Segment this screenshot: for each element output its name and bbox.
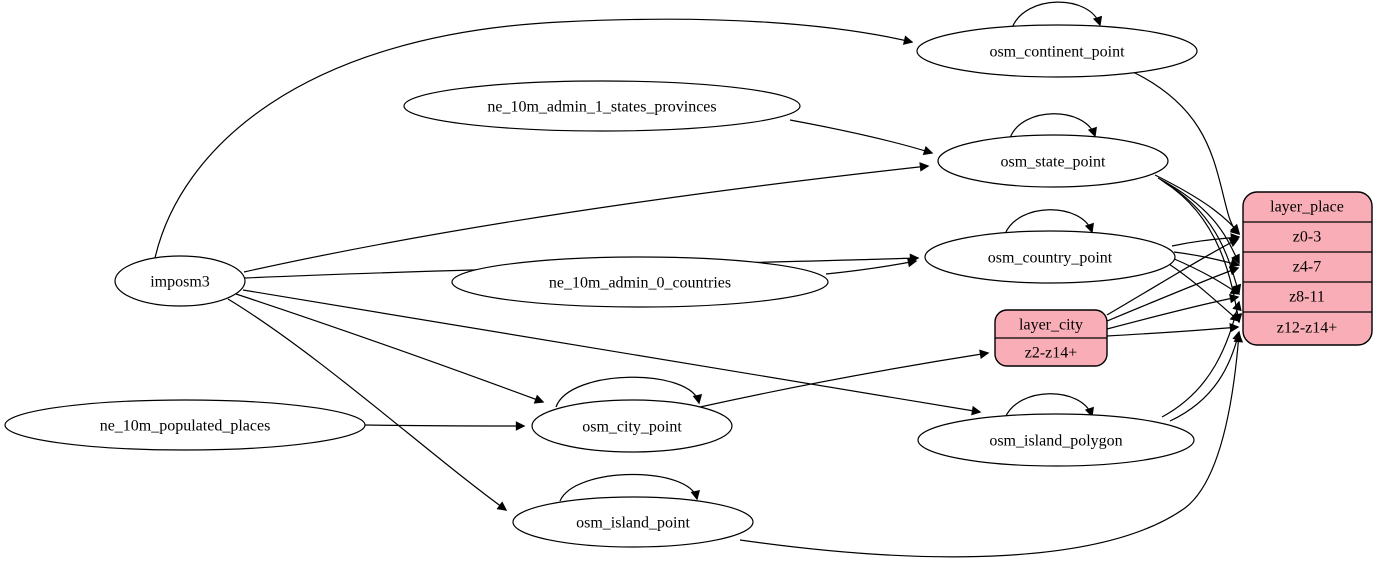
edge-country-z4-7	[1173, 251, 1241, 268]
edge-island-polygon-z8-11	[1161, 300, 1242, 418]
edge-imposm3-island-polygon	[242, 289, 982, 416]
edge-city-self-loop	[555, 376, 703, 408]
record-layer-place: layer_place z0-3 z4-7 z8-11 z12-z14+	[1242, 191, 1373, 346]
edge-imposm3-state	[243, 162, 930, 273]
ne-10m-admin-0-ellipse	[451, 256, 829, 308]
record-layer-city: layer_city z2-z14+	[994, 309, 1108, 367]
edge-admin1-state	[789, 119, 934, 156]
osm-city-point-ellipse	[531, 399, 733, 453]
node-osm-country-point: osm_country_point	[924, 230, 1176, 284]
edge-island-polygon-self-loop	[1004, 393, 1094, 419]
layer-place-row-z12-z14: z12-z14+	[1277, 320, 1338, 337]
node-ne-10m-admin-1-states-provinces: ne_10m_admin_1_states_provinces	[403, 80, 801, 132]
osm-country-point-ellipse	[924, 230, 1176, 284]
osm-city-point-label: osm_city_point	[582, 419, 682, 436]
edge-imposm3-island-point	[227, 298, 508, 511]
ne-10m-populated-places-label: ne_10m_populated_places	[100, 418, 271, 435]
edge-city-layer-city	[699, 349, 990, 408]
osm-island-point-ellipse	[512, 496, 754, 548]
layer-city-row-z2-z14: z2-z14+	[1025, 345, 1078, 362]
edge-country-z12-z14	[1168, 263, 1241, 322]
node-osm-city-point: osm_city_point	[531, 399, 733, 453]
edge-island-polygon-z12-z14	[1169, 330, 1242, 422]
node-ne-10m-admin-0-countries: ne_10m_admin_0_countries	[451, 256, 829, 308]
osm-state-point-label: osm_state_point	[1001, 154, 1106, 171]
node-osm-island-point: osm_island_point	[512, 496, 754, 548]
layer-city-title: layer_city	[1019, 317, 1083, 334]
layer-place-row-z0-3: z0-3	[1293, 229, 1321, 246]
edge-state-z4-7	[1157, 177, 1240, 265]
edge-country-z0-3	[1171, 233, 1241, 247]
edge-layer-city-z4-7	[1106, 266, 1240, 322]
ne-10m-populated-places-ellipse	[4, 399, 366, 451]
edge-populated-city	[364, 421, 526, 431]
ne-10m-admin-1-ellipse	[403, 80, 801, 132]
edge-state-z0-3	[1154, 174, 1240, 235]
edge-admin0-country	[825, 257, 918, 275]
node-osm-state-point: osm_state_point	[937, 134, 1169, 188]
edge-country-self-loop	[1004, 209, 1094, 235]
imposm3-ellipse	[114, 255, 246, 307]
osm-island-polygon-label: osm_island_polygon	[989, 433, 1122, 450]
nodes: imposm3 ne_10m_admin_1_states_provinces …	[4, 24, 1198, 548]
edge-state-self-loop	[1009, 113, 1097, 139]
edge-continent-self-loop	[1011, 1, 1103, 29]
node-osm-continent-point: osm_continent_point	[916, 24, 1198, 78]
edge-layer-city-z12-z14	[1106, 322, 1240, 337]
osm-island-polygon-ellipse	[917, 413, 1195, 467]
edge-layer-city-z0-3	[1106, 238, 1240, 316]
edge-island-point-z12-z14	[739, 332, 1244, 558]
osm-continent-point-ellipse	[916, 24, 1198, 78]
layer-place-box	[1242, 191, 1373, 346]
edge-layer-city-z8-11	[1106, 293, 1240, 330]
layer-place-title: layer_place	[1270, 199, 1344, 216]
edge-continent-z0-3	[1132, 71, 1241, 235]
osm-island-point-label: osm_island_point	[576, 515, 690, 532]
layer-place-row-z4-7: z4-7	[1293, 259, 1321, 276]
node-ne-10m-populated-places: ne_10m_populated_places	[4, 399, 366, 451]
osm-state-point-ellipse	[937, 134, 1169, 188]
ne-10m-admin-1-label: ne_10m_admin_1_states_provinces	[487, 99, 716, 116]
imposm3-label: imposm3	[150, 274, 210, 291]
edge-imposm3-city	[235, 293, 545, 404]
node-imposm3: imposm3	[114, 255, 246, 307]
edge-imposm3-continent	[154, 18, 914, 259]
edge-country-z8-11	[1171, 257, 1241, 295]
osm-country-point-label: osm_country_point	[988, 250, 1113, 267]
node-osm-island-polygon: osm_island_polygon	[917, 413, 1195, 467]
edge-island-point-self-loop	[559, 473, 700, 502]
osm-continent-point-label: osm_continent_point	[989, 44, 1125, 61]
ne-10m-admin-0-label: ne_10m_admin_0_countries	[549, 275, 731, 292]
layer-place-row-z8-11: z8-11	[1289, 289, 1325, 306]
edges	[154, 1, 1244, 558]
